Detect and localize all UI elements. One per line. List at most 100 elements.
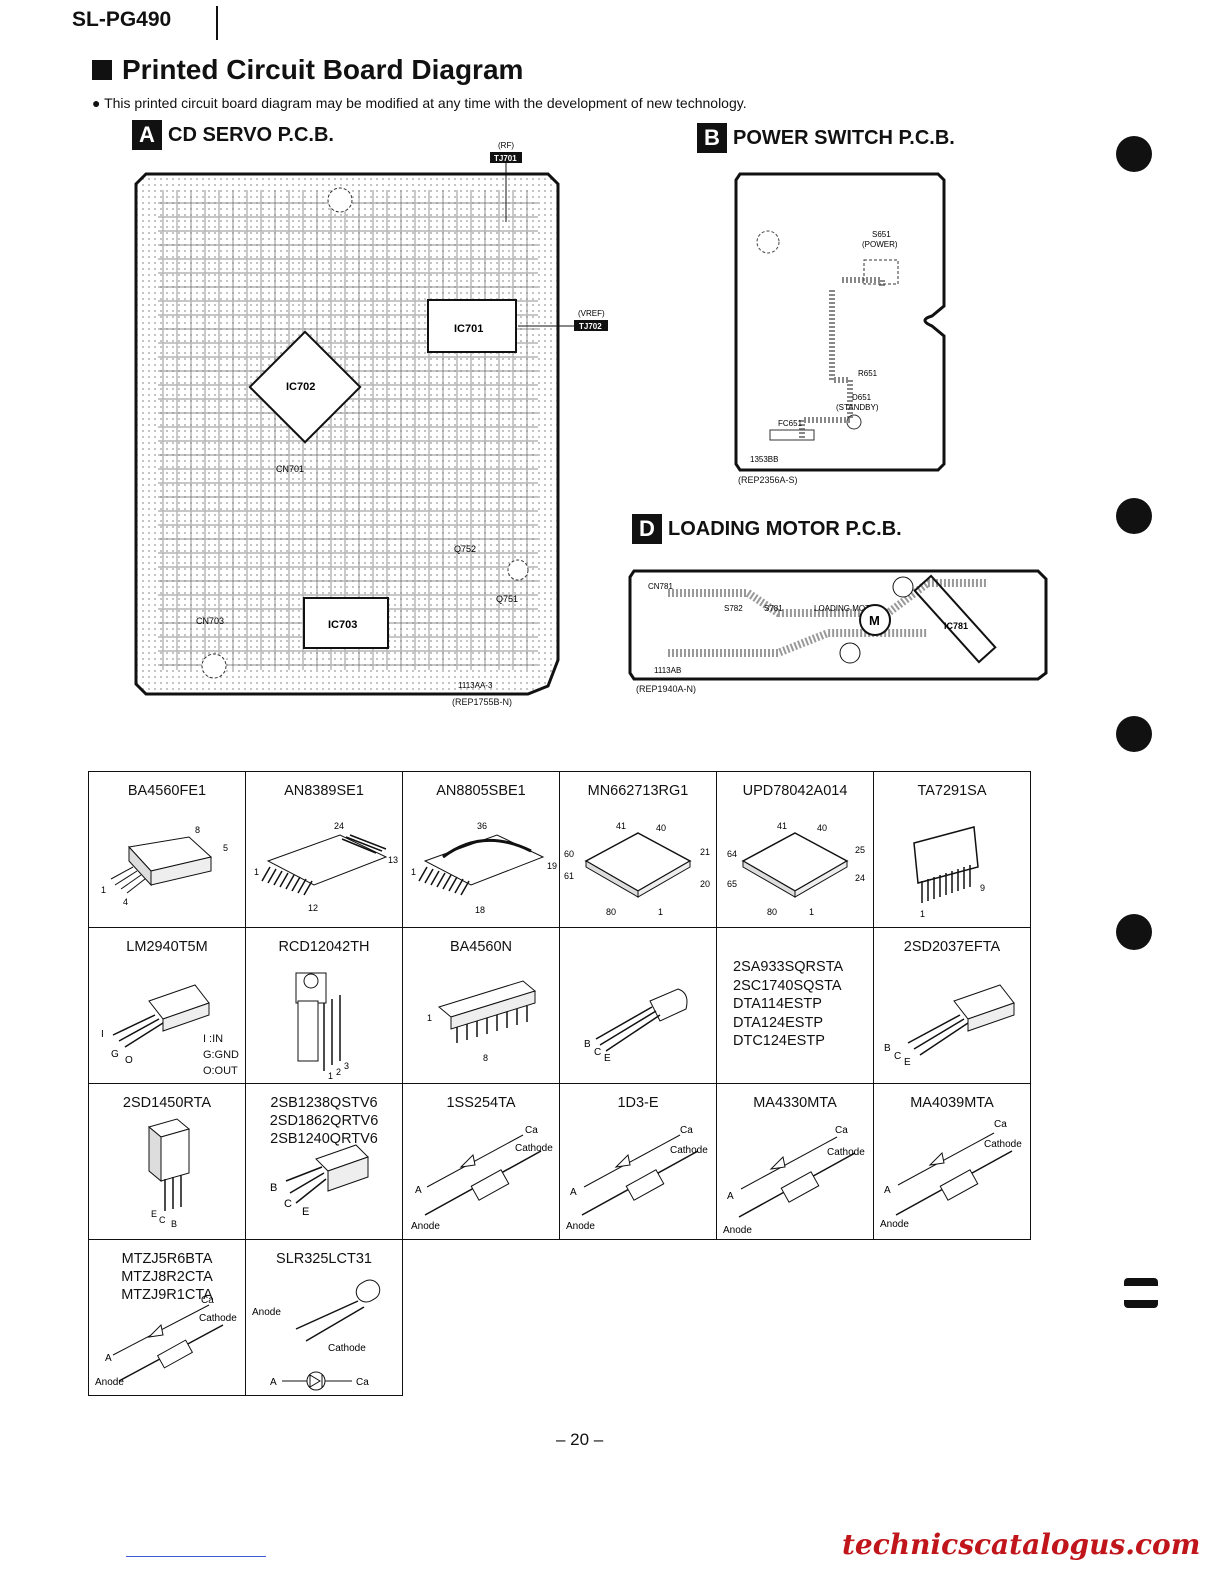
cathode-mark: Ca [525, 1125, 538, 1136]
pin-label: E [904, 1057, 911, 1068]
pin-label: G [111, 1049, 119, 1060]
page-title: Printed Circuit Board Diagram [92, 54, 523, 86]
pin-label: B [884, 1043, 891, 1054]
section-b-letter: B [697, 123, 727, 153]
s651-label: S651 [872, 230, 891, 239]
svg-text:13: 13 [388, 855, 398, 865]
svg-text:24: 24 [334, 821, 344, 831]
tj701-caption: (RF) [498, 141, 514, 150]
svg-text:24: 24 [855, 873, 865, 883]
svg-text:1: 1 [427, 1013, 432, 1023]
svg-text:1: 1 [658, 907, 663, 917]
part-name: 2SB1238QSTV6 2SD1862QRTV6 2SB1240QRTV6 [269, 1095, 379, 1147]
svg-text:20: 20 [700, 879, 710, 889]
cn781-label: CN781 [648, 582, 673, 591]
svg-text:60: 60 [564, 849, 574, 859]
zener-package-icon: Ca Cathode A Anode [95, 1295, 237, 1388]
sip8-package-icon: 18 [427, 980, 537, 1063]
svg-text:1: 1 [809, 907, 814, 917]
part-cell: 1D3-E Ca Cathode A Anode [559, 1083, 717, 1240]
s651-caption: (POWER) [862, 240, 898, 249]
motor-symbol: M [869, 613, 880, 628]
part-name: LM2940T5M [126, 939, 208, 955]
svg-text:2: 2 [336, 1067, 341, 1077]
part-name: MA4330MTA [753, 1095, 837, 1111]
board-b-part-number: (REP2356A-S) [738, 475, 798, 485]
link-underline [126, 1556, 266, 1557]
to126-package-icon: E C B [147, 1118, 191, 1229]
board-b-number: 1353BB [750, 455, 778, 464]
board-a-number: 1113AA-3 [458, 681, 493, 690]
part-cell: SLR325LCT31 Anode Cathode A Ca [245, 1239, 403, 1396]
svg-text:41: 41 [616, 821, 626, 831]
page-number: – 20 – [556, 1430, 604, 1449]
punch-hole [1116, 498, 1152, 534]
part-cell: 2SA933SQRSTA 2SC1740SQSTA DTA114ESTP DTA… [716, 927, 874, 1084]
part-cell: MA4330MTA Ca Cathode A Anode [716, 1083, 874, 1240]
part-name: 2SA933SQRSTA 2SC1740SQSTA DTA114ESTP DTA… [733, 959, 844, 1049]
anode-label: Anode [95, 1377, 124, 1388]
svg-text:4: 4 [123, 897, 128, 907]
s782-label: S782 [724, 604, 743, 613]
svg-text:5: 5 [223, 843, 228, 853]
cathode-label: Cathode [827, 1147, 865, 1158]
punch-hole-top [1124, 1278, 1158, 1286]
part-cell: 2SD1450RTA E C B [88, 1083, 246, 1240]
disclaimer-note: ● This printed circuit board diagram may… [92, 95, 747, 111]
anode-label: Anode [252, 1307, 281, 1318]
ic781-label: IC781 [944, 621, 968, 631]
cathode-mark: Ca [835, 1125, 848, 1136]
svg-text:19: 19 [547, 861, 557, 871]
svg-text:9: 9 [980, 883, 985, 893]
svg-text:61: 61 [564, 871, 574, 881]
board-a-part-number: (REP1755B-N) [452, 697, 513, 707]
part-name: AN8805SBE1 [436, 783, 526, 799]
to92-package-icon: B C E [584, 988, 688, 1064]
punch-hole-bottom [1124, 1300, 1158, 1308]
part-name: UPD78042A014 [742, 783, 848, 799]
to220-package-icon: I G O [101, 984, 210, 1066]
q751-label: Q751 [496, 594, 518, 604]
part-name: 2SD1450RTA [122, 1095, 212, 1111]
svg-text:1: 1 [328, 1071, 333, 1081]
cd-servo-pcb-diagram: IC702 IC701 IC703 CN701 CN703 Q751 Q752 … [134, 141, 608, 696]
motor-caption: LOADING MOTOR [814, 604, 882, 613]
anode-mark: A [727, 1191, 734, 1202]
square-bullet-icon [92, 60, 112, 80]
pin-label: B [584, 1039, 591, 1050]
loading-motor-pcb-diagram: CN781 S782 S781 LOADING MOTOR M IC781 11… [628, 569, 1048, 681]
pin-label: B [270, 1182, 277, 1194]
section-a-heading: A CD SERVO P.C.B. [132, 120, 334, 150]
pin-legend: I :IN G:GND O:OUT [202, 1033, 239, 1077]
ic701-label: IC701 [454, 323, 483, 335]
header-divider [216, 6, 218, 40]
section-a-title: CD SERVO P.C.B. [168, 123, 334, 146]
source-watermark: technicscatalogus.com [842, 1528, 1201, 1561]
d651-caption: (STANDBY) [836, 403, 879, 412]
diode-package-icon: Ca Cathode A Anode [723, 1125, 865, 1236]
part-name: 2SD2037EFTA [903, 939, 1001, 955]
svg-text:12: 12 [308, 903, 318, 913]
cathode-mark: Ca [356, 1377, 369, 1388]
part-cell: 2SB1238QSTV6 2SD1862QRTV6 2SB1240QRTV6 B… [245, 1083, 403, 1240]
fc651-label: FC651 [778, 419, 803, 428]
svg-text:1: 1 [254, 867, 259, 877]
ic702-label: IC702 [286, 381, 315, 393]
part-name: SLR325LCT31 [276, 1251, 372, 1267]
cathode-label: Cathode [984, 1139, 1022, 1150]
empty-cell [403, 1240, 560, 1396]
punch-hole [1116, 716, 1152, 752]
table-row: MTZJ5R6BTA MTZJ8R2CTA MTZJ9R1CTA Ca Cath… [88, 1239, 1031, 1396]
svg-text:40: 40 [656, 823, 666, 833]
punch-hole [1116, 914, 1152, 950]
